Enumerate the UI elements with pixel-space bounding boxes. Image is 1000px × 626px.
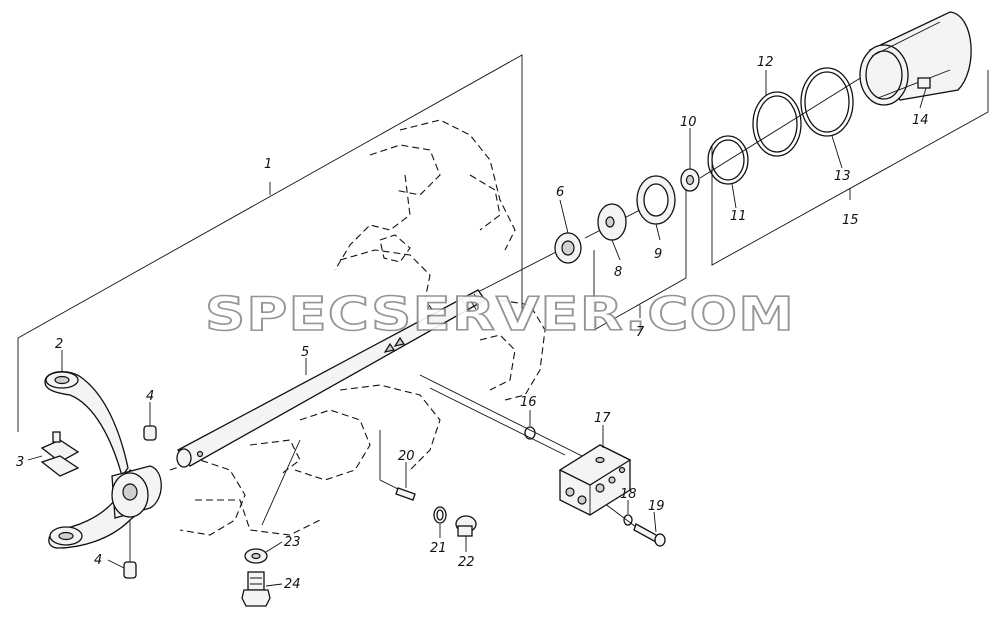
assembly-7-bracket: [593, 188, 687, 331]
washer: [597, 203, 627, 241]
o-ring-large: [800, 67, 854, 137]
callout-4-lower: 4: [94, 553, 102, 568]
callout-4-upper: 4: [146, 389, 154, 404]
fitting: [241, 571, 271, 607]
set-screw: [123, 561, 137, 579]
callout-24: 24: [284, 577, 301, 592]
assembly-axis-lines: [261, 71, 871, 531]
small-o-ring: [524, 426, 536, 440]
pin: [395, 487, 416, 501]
callout-10: 10: [680, 115, 697, 130]
callout-1: 1: [264, 157, 272, 172]
washer-lower: [244, 548, 268, 564]
callout-20: 20: [398, 449, 415, 464]
valve-block: [558, 444, 632, 516]
callout-11: 11: [730, 209, 747, 224]
callout-16: 16: [520, 395, 537, 410]
callout-18: 18: [620, 487, 637, 502]
callout-15: 15: [842, 213, 859, 228]
callout-19: 19: [648, 499, 665, 514]
cylinder: [859, 11, 972, 106]
callout-6: 6: [556, 185, 564, 200]
bolt-assembly: [623, 514, 666, 547]
o-ring-small: [707, 135, 749, 185]
leader-lines: [27, 70, 927, 587]
plug: [455, 515, 477, 537]
callout-12: 12: [757, 55, 774, 70]
seal-ring: [636, 175, 676, 225]
callout-7: 7: [636, 325, 645, 340]
shift-fork: [44, 371, 162, 549]
callout-22: 22: [458, 555, 475, 570]
callout-labels: 1 2 3 4 4 5 6 7 8 9 10 11 12 13 14 15 16…: [16, 55, 929, 592]
assembly-1-bracket: [17, 54, 523, 432]
callout-8: 8: [614, 265, 622, 280]
seal-cap: [554, 232, 582, 264]
callout-14: 14: [912, 113, 929, 128]
callout-2: 2: [55, 337, 63, 352]
watermark: SPECSERVER.COM: [205, 287, 795, 341]
callout-3: 3: [16, 455, 24, 470]
callout-21: 21: [430, 541, 447, 556]
seal-washer: [433, 506, 447, 524]
shift-rod: [176, 289, 486, 468]
callout-5: 5: [301, 345, 309, 360]
fork-clip: [40, 431, 80, 477]
callout-13: 13: [834, 169, 851, 184]
callout-17: 17: [594, 411, 611, 426]
assembly-15-bracket: [711, 70, 989, 266]
callout-23: 23: [284, 535, 301, 550]
callout-9: 9: [654, 247, 662, 262]
nut: [680, 168, 700, 192]
snap-ring: [752, 91, 802, 157]
housing-outline: [169, 119, 546, 536]
